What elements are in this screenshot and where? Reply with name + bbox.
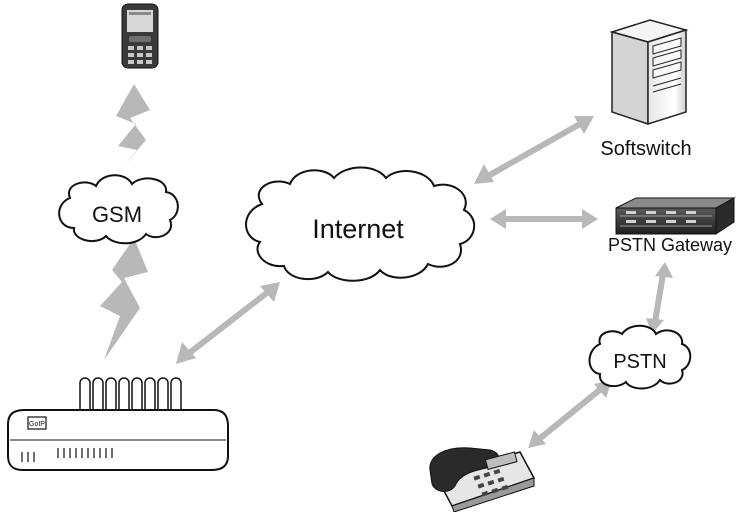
internet-cloud [245, 166, 475, 282]
wireless-link-gsm-device [100, 238, 148, 360]
antenna-array [79, 377, 182, 415]
pstn-gateway-label: PSTN Gateway [608, 235, 732, 255]
link-internet-softswitch [474, 116, 594, 184]
desk-phone-icon [429, 447, 536, 512]
link-device-internet [176, 282, 280, 364]
device-badge-label: GoIP [29, 421, 45, 428]
gsm-label: GSM [92, 202, 142, 227]
link-internet-gateway [490, 209, 598, 229]
gsm-cloud [58, 174, 179, 245]
internet-label: Internet [312, 214, 404, 244]
pstn-cloud [588, 324, 692, 390]
link-pstn-deskphone [528, 380, 612, 448]
rack-gateway-icon [615, 197, 736, 235]
wireless-link-phone-gsm [116, 84, 150, 166]
softswitch-label: Softswitch [600, 138, 691, 160]
server-tower-icon [609, 19, 689, 126]
mobile-phone-icon [121, 3, 159, 69]
pstn-label: PSTN [613, 351, 666, 373]
goip-gateway-icon: GoIP [7, 377, 229, 471]
link-gateway-pstn [646, 262, 673, 334]
